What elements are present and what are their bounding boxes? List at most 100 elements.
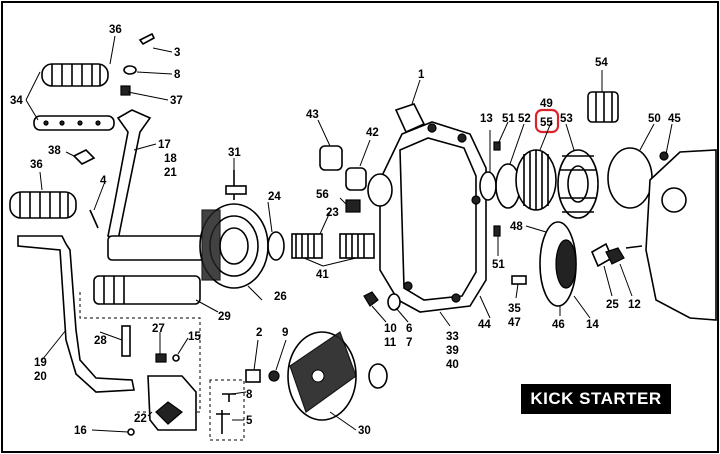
bolt-5 — [216, 410, 230, 434]
washer-9 — [268, 370, 280, 382]
label-18: 18 — [164, 153, 177, 165]
label-17: 17 — [158, 139, 171, 151]
label-37: 37 — [170, 95, 183, 107]
cover-hub — [367, 173, 393, 207]
label-53: 53 — [560, 113, 573, 125]
part-38 — [72, 149, 96, 165]
washer-24 — [267, 231, 285, 261]
label-27: 27 — [152, 323, 165, 335]
label-45: 45 — [668, 113, 681, 125]
label-21: 21 — [164, 167, 177, 179]
nut-37 — [120, 85, 131, 96]
label-9: 9 — [282, 327, 288, 339]
screw-4 — [89, 209, 99, 229]
label-39: 39 — [446, 345, 459, 357]
label-42: 42 — [366, 127, 379, 139]
label-51-lower: 51 — [492, 259, 505, 271]
bushing-43 — [319, 145, 343, 171]
ball-15 — [172, 354, 180, 362]
label-56: 56 — [316, 189, 329, 201]
label-23: 23 — [326, 207, 339, 219]
bushing-42 — [345, 167, 367, 191]
label-30: 30 — [358, 425, 371, 437]
center-assembly-group — [199, 103, 426, 434]
label-8-top: 8 — [174, 69, 181, 81]
dashed-outline-bolts — [209, 379, 245, 441]
cover-30 — [287, 331, 357, 421]
label-11: 11 — [384, 337, 397, 349]
pin-28 — [121, 325, 131, 357]
bearing-41 — [339, 233, 375, 259]
label-14: 14 — [586, 319, 599, 331]
label-36-top: 36 — [109, 24, 122, 36]
pedal-rubber-top — [41, 63, 109, 87]
kick-shaft-upper — [107, 235, 209, 261]
label-51-upper: 51 — [502, 113, 515, 125]
leader-lines — [25, 35, 673, 433]
kick-crank-arm — [107, 109, 152, 242]
bolt-8-lower — [222, 393, 236, 402]
nut-10 — [363, 291, 379, 307]
label-12: 12 — [628, 299, 641, 311]
label-49: 49 — [540, 98, 553, 110]
crankcase-45 — [645, 149, 717, 321]
bearing-23 — [291, 233, 323, 259]
label-43: 43 — [306, 109, 319, 121]
label-41: 41 — [316, 269, 329, 281]
seal-small — [368, 363, 388, 389]
cap-1 — [394, 103, 426, 134]
label-28: 28 — [94, 335, 107, 347]
label-54: 54 — [595, 57, 608, 69]
label-22: 22 — [134, 413, 147, 425]
label-13: 13 — [480, 113, 493, 125]
gear-train-group — [479, 91, 717, 321]
label-31: 31 — [228, 147, 241, 159]
part-56 — [345, 199, 361, 213]
label-46: 46 — [552, 319, 565, 331]
label-38: 38 — [48, 145, 61, 157]
label-4: 4 — [100, 175, 107, 187]
label-2: 2 — [256, 327, 262, 339]
pedal-rubber-lower — [9, 191, 77, 219]
label-8-lower: 8 — [246, 389, 253, 401]
pin-35 — [511, 275, 527, 285]
nut-12 — [605, 247, 625, 265]
label-35: 35 — [508, 303, 521, 315]
label-40: 40 — [446, 359, 459, 371]
label-25: 25 — [606, 299, 619, 311]
kick-pedal-group — [9, 32, 245, 441]
label-20: 20 — [34, 371, 47, 383]
kick-shaft-lower — [93, 275, 201, 305]
label-50: 50 — [648, 113, 661, 125]
label-3: 3 — [174, 47, 180, 59]
part-13 — [479, 171, 497, 201]
label-33: 33 — [446, 331, 459, 343]
pin-51-lower — [493, 225, 501, 237]
ball-16 — [127, 428, 135, 436]
label-55: 55 — [540, 117, 553, 129]
snap-ring-50 — [607, 147, 653, 209]
gear-cover-44 — [379, 121, 487, 313]
pin-51-upper — [493, 141, 501, 151]
label-34: 34 — [10, 95, 23, 107]
label-26: 26 — [274, 291, 287, 303]
dashed-outline-left — [79, 292, 201, 413]
kick-starter-title: KICK STARTER — [521, 384, 671, 414]
label-24: 24 — [268, 191, 281, 203]
bearing-54 — [587, 91, 619, 123]
spring-27 — [155, 353, 167, 363]
label-10: 10 — [384, 323, 397, 335]
screw-2 — [245, 369, 261, 383]
label-7: 7 — [406, 337, 412, 349]
label-36-lower: 36 — [30, 159, 43, 171]
gear-cover-group — [363, 121, 487, 313]
label-29: 29 — [218, 311, 231, 323]
bolt-31 — [226, 170, 246, 200]
label-47: 47 — [508, 317, 521, 329]
label-52: 52 — [518, 113, 531, 125]
nut-8 — [123, 65, 137, 75]
pedal-shaft — [33, 115, 115, 131]
washer-6 — [387, 293, 401, 311]
